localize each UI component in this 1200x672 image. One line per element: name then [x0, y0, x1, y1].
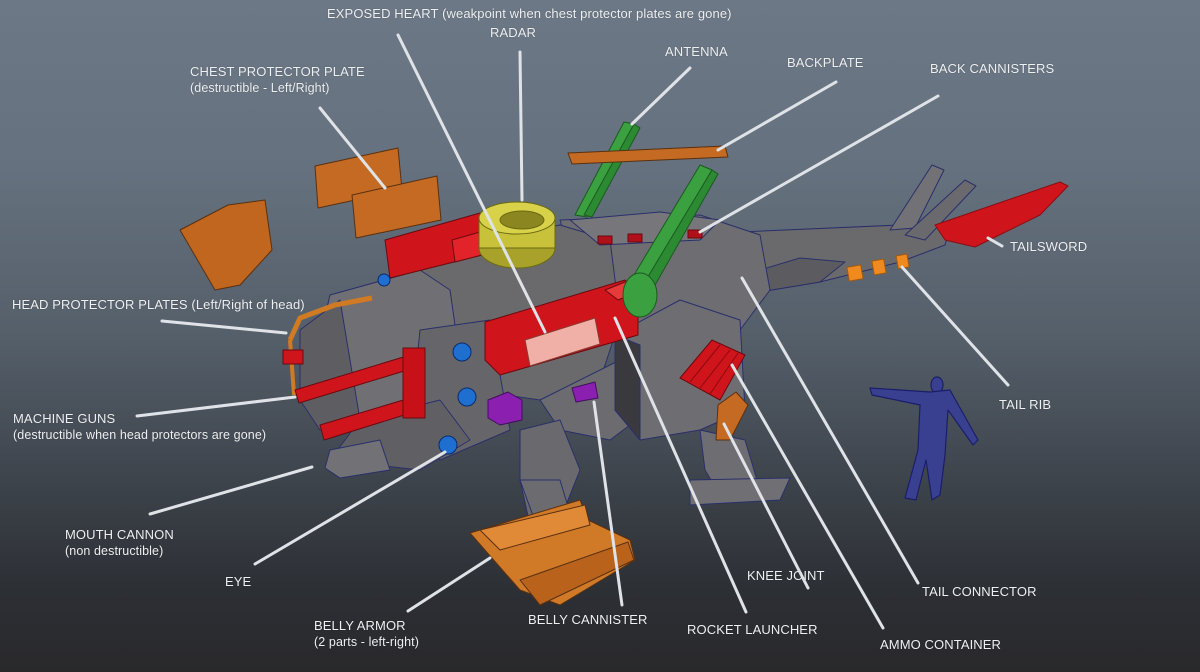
label-chest-protector-title: CHEST PROTECTOR PLATE — [190, 64, 365, 79]
leader-belly-armor — [406, 556, 492, 613]
label-rocket-launcher: ROCKET LAUNCHER — [687, 622, 818, 637]
leader-chest-protector — [318, 106, 387, 190]
eyes — [377, 273, 477, 455]
label-belly-armor-title: BELLY ARMOR — [314, 618, 406, 633]
leader-eye — [253, 450, 447, 566]
ammo-container — [679, 339, 746, 401]
chest-block — [384, 212, 483, 279]
rocket-launcher — [484, 279, 639, 376]
leader-rocket-launcher — [613, 316, 748, 614]
label-antenna: ANTENNA — [665, 44, 728, 59]
exposed-heart — [524, 317, 601, 367]
leader-tail-rib — [900, 265, 1010, 387]
label-back-cannisters: BACK CANNISTERS — [930, 61, 1055, 76]
leader-back-cannisters — [698, 94, 940, 234]
label-eye: EYE — [225, 574, 252, 589]
label-mouth-cannon: MOUTH CANNON (non destructible) — [65, 526, 174, 560]
knee-joint — [715, 391, 749, 441]
leader-machine-guns — [135, 395, 297, 418]
leader-tail-connector — [740, 276, 920, 585]
leader-knee-joint — [722, 422, 810, 590]
belly-armor — [469, 499, 636, 606]
label-mouth-cannon-sub: (non destructible) — [65, 544, 164, 558]
head-protector-plates — [287, 295, 373, 342]
human-scale-figure — [869, 376, 979, 501]
tailsword — [934, 181, 1069, 248]
label-machine-guns-sub: (destructible when head protectors are g… — [13, 428, 267, 442]
label-ammo-container: AMMO CONTAINER — [880, 637, 1002, 652]
leader-head-protector — [160, 319, 288, 335]
backplate — [567, 145, 729, 165]
label-tailsword: TAILSWORD — [1010, 239, 1088, 254]
tail — [739, 164, 977, 293]
leader-backplate — [716, 80, 838, 152]
leader-tailsword — [986, 236, 1004, 248]
label-machine-guns-title: MACHINE GUNS — [13, 411, 116, 426]
label-chest-protector-sub: (destructible - Left/Right) — [190, 81, 330, 95]
label-radar: RADAR — [490, 25, 537, 40]
label-head-protector: HEAD PROTECTOR PLATES (Left/Right of hea… — [12, 297, 305, 312]
leader-ammo-container — [730, 363, 885, 630]
mouth-cannon — [324, 439, 391, 479]
label-belly-cannister: BELLY CANNISTER — [528, 612, 648, 627]
label-exposed-heart: EXPOSED HEART (weakpoint when chest prot… — [327, 6, 732, 21]
chest-protector-plates — [179, 147, 442, 291]
tail-ribs — [846, 253, 910, 282]
back-cannisters — [597, 229, 703, 245]
machine-guns — [282, 347, 426, 441]
label-chest-protector: CHEST PROTECTOR PLATE (destructible - Le… — [190, 63, 365, 97]
label-knee-joint: KNEE JOINT — [747, 568, 825, 583]
leader-exposed-heart — [396, 33, 547, 334]
label-tail-connector: TAIL CONNECTOR — [922, 584, 1037, 599]
label-tail-rib: TAIL RIB — [999, 397, 1052, 412]
leader-mouth-cannon — [148, 465, 314, 516]
leader-belly-cannister — [592, 400, 624, 607]
belly-cannisters — [487, 381, 599, 426]
leader-antenna — [630, 66, 692, 126]
label-backplate: BACKPLATE — [787, 55, 864, 70]
leader-lines — [135, 33, 1010, 630]
radar — [478, 201, 556, 269]
label-belly-armor-sub: (2 parts - left-right) — [314, 635, 420, 649]
launcher-cap — [622, 272, 658, 318]
label-mouth-cannon-title: MOUTH CANNON — [65, 527, 174, 542]
label-machine-guns: MACHINE GUNS (destructible when head pro… — [13, 410, 266, 444]
antenna — [574, 121, 719, 295]
label-belly-armor: BELLY ARMOR (2 parts - left-right) — [314, 617, 419, 651]
leader-radar — [518, 50, 524, 202]
